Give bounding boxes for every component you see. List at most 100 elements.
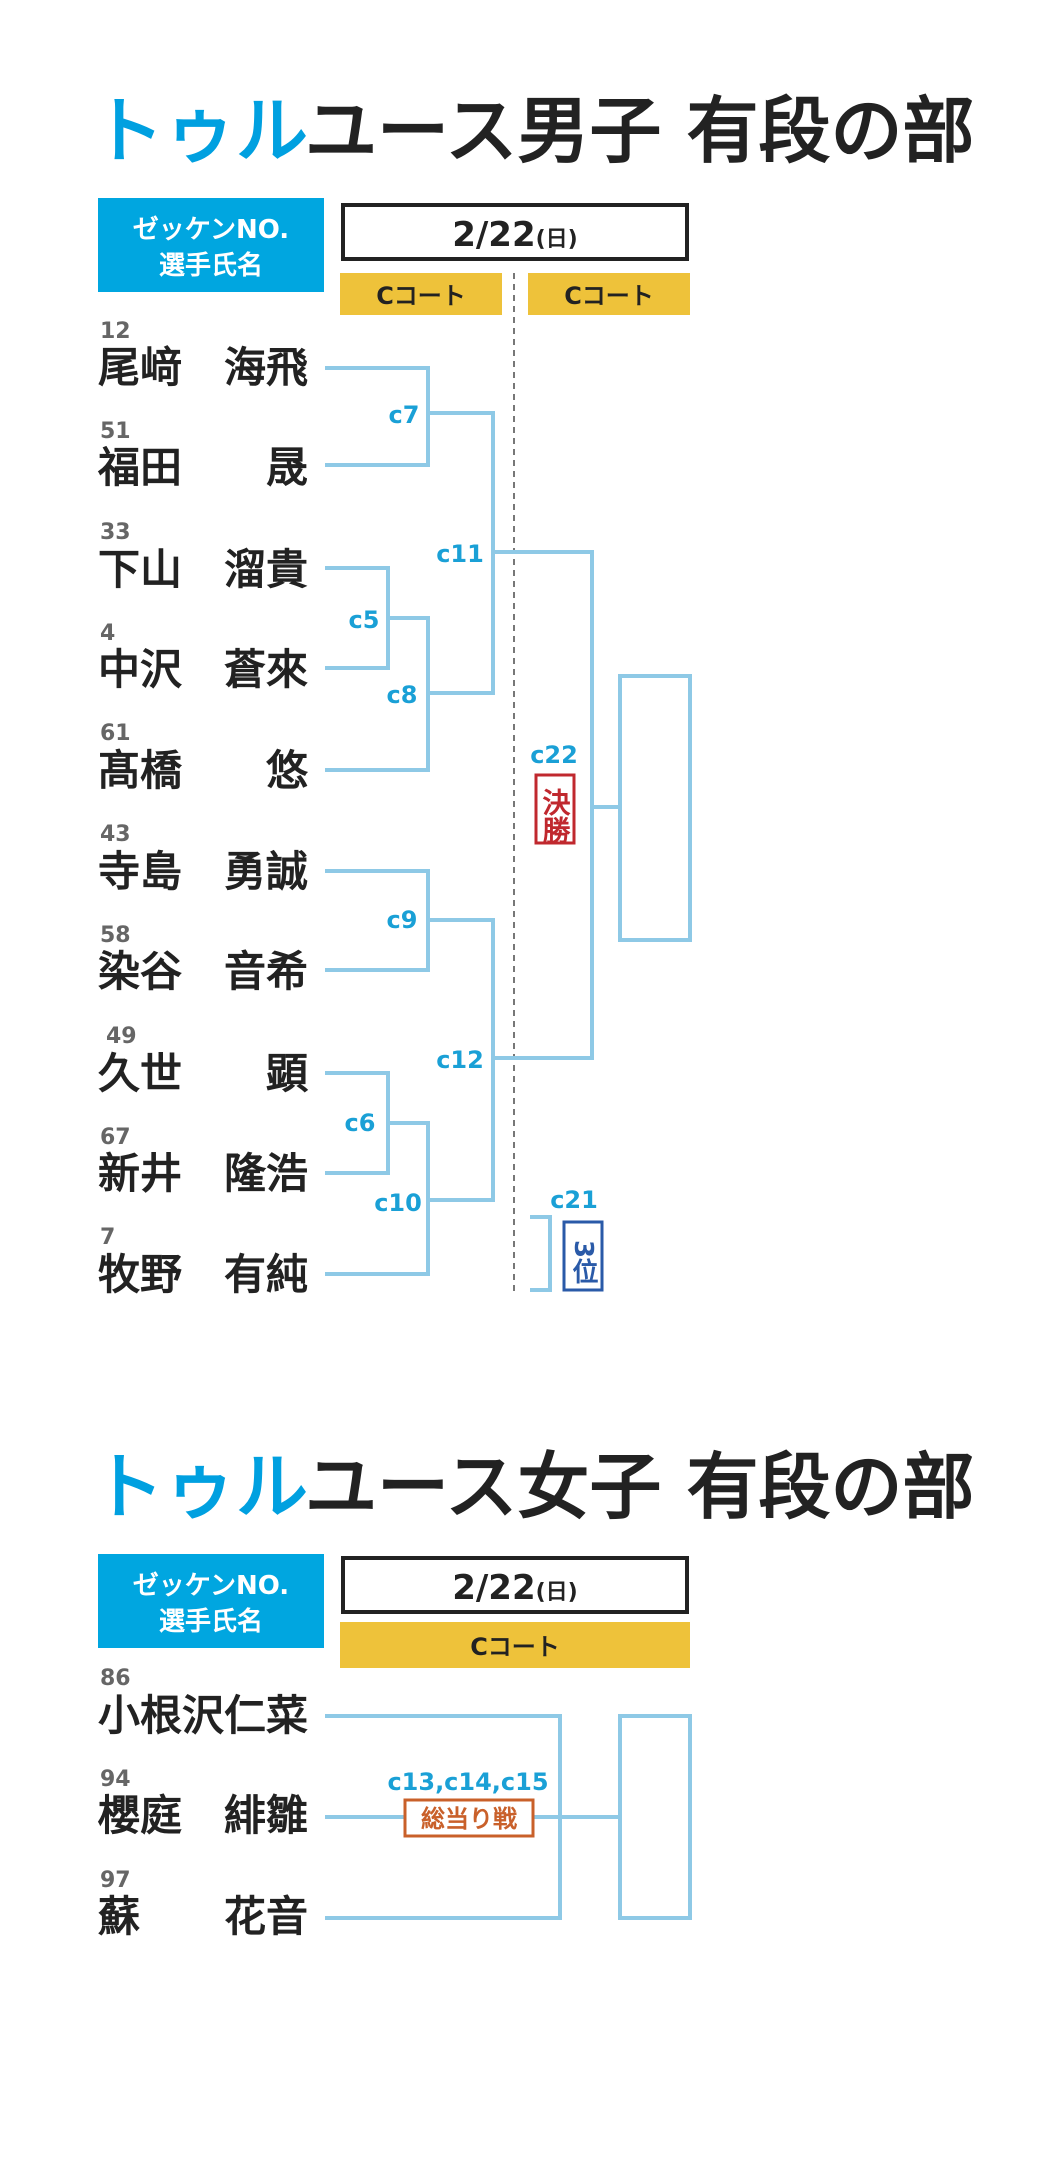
girls-date-box [341,1556,689,1614]
player-surname: 櫻庭 [97,1791,182,1840]
match-label-c7: c7 [389,401,420,429]
match-label-c11: c11 [436,540,484,568]
girls-section: トゥル ユース女子 有段の部 ゼッケンNO. 選手氏名 2/22(日) Cコート… [92,1445,974,1941]
girls-title-kind: トゥル [92,1445,308,1529]
player-number: 97 [100,1868,131,1893]
boys-player-8: 49 久世 顕 [98,1024,309,1098]
girls-player-1: 86 小根沢 仁菜 [98,1666,308,1740]
player-given-name: 溜貴 [224,545,308,594]
player-number: 49 [106,1024,137,1049]
player-surname: 染谷 [98,947,182,996]
player-given-name: 緋雛 [224,1791,308,1840]
player-number: 86 [100,1666,131,1691]
player-given-name: 海飛 [224,343,308,392]
third-place-badge [562,1220,604,1292]
boys-player-9: 67 新井 隆浩 [98,1125,308,1198]
match-label-c10: c10 [374,1189,422,1217]
boys-court-1-label: Cコート [376,282,466,310]
player-given-name: 有純 [224,1250,308,1299]
player-given-name: 隆浩 [224,1149,308,1198]
boys-header-line1: ゼッケンNO. [133,215,289,245]
player-surname: 寺島 [98,847,182,896]
boys-court-2-box [528,273,690,315]
boys-player-3: 33 下山 溜貴 [98,520,308,594]
player-given-name: 音希 [224,947,308,996]
boys-player-4: 4 中沢 蒼來 [98,621,308,694]
boys-title-kind: トゥル [92,89,308,173]
boys-player-2: 51 福田 晟 [97,419,308,492]
boys-court-1-box [340,273,502,315]
girls-court-label: Cコート [470,1633,560,1661]
match-label-c9: c9 [387,906,418,934]
boys-date-main: 2/22 [452,215,535,255]
player-surname: 蘇 [98,1892,140,1941]
boys-bracket-c21 [530,1215,552,1292]
girls-header-box [98,1554,324,1648]
player-number: 12 [100,319,131,344]
boys-player-5: 61 髙橋 悠 [98,721,309,795]
boys-bracket-c7 [325,366,430,467]
roundrobin-badge [403,1798,535,1838]
player-number: 94 [100,1767,131,1792]
player-number: 4 [100,621,115,646]
player-surname: 福田 [97,443,182,492]
girls-date-main: 2/22 [452,1568,535,1608]
girls-header-line2: 選手氏名 [159,1606,263,1637]
player-given-name: 蒼來 [224,645,308,694]
player-surname: 久世 [98,1049,182,1098]
player-given-name: 花音 [224,1892,308,1941]
boys-date-day: (日) [536,227,578,252]
girls-player-2: 94 櫻庭 緋雛 [97,1767,308,1840]
player-surname: 小根沢 [98,1691,225,1740]
match-label-c12: c12 [436,1046,484,1074]
match-label-c8: c8 [387,681,418,709]
match-label-c21: c21 [550,1186,598,1214]
girls-player-3: 97 蘇 花音 [98,1868,308,1941]
boys-player-10: 7 牧野 有純 [98,1225,308,1299]
boys-winner-box [618,674,692,942]
boys-court-2-label: Cコート [564,282,654,310]
player-given-name: 勇誠 [224,847,308,896]
player-given-name: 悠 [266,746,309,795]
girls-title-main: ユース女子 有段の部 [305,1445,974,1529]
player-given-name: 顕 [266,1049,309,1098]
third-place-badge-text: 3位 [568,1240,598,1284]
girls-winner-box [618,1714,692,1920]
girls-date-day: (日) [536,1580,578,1605]
player-surname: 尾﨑 [98,343,182,392]
boys-player-7: 58 染谷 音希 [98,923,308,996]
boys-section: トゥル ユース男子 有段の部 ゼッケンNO. 選手氏名 2/22(日) Cコート… [92,89,974,1299]
match-label-c6: c6 [345,1109,376,1137]
match-label-c5: c5 [349,606,380,634]
boys-player-6: 43 寺島 勇誠 [98,822,308,896]
player-surname: 新井 [98,1149,182,1198]
player-number: 7 [100,1225,115,1250]
player-number: 58 [100,923,131,948]
match-label-c22: c22 [530,741,578,769]
boys-header-line2: 選手氏名 [159,250,263,281]
player-number: 67 [100,1125,131,1150]
roundrobin-badge-text: 総当り戦 [421,1805,517,1833]
player-surname: 髙橋 [98,746,182,795]
girls-date: 2/22(日) [452,1568,578,1608]
boys-date: 2/22(日) [452,215,578,255]
player-given-name: 仁菜 [224,1691,308,1740]
player-surname: 牧野 [98,1250,182,1299]
player-number: 51 [100,419,131,444]
final-badge-text: 決勝 [539,788,572,845]
final-badge [534,773,576,845]
girls-court-box [340,1622,690,1668]
boys-title-main: ユース男子 有段の部 [305,89,974,173]
girls-match-label: c13,c14,c15 [387,1768,548,1796]
player-number: 43 [100,822,131,847]
player-given-name: 晟 [266,443,308,492]
player-number: 61 [100,721,131,746]
boys-header-box [98,198,324,292]
player-surname: 中沢 [98,645,183,694]
boys-date-box [341,203,689,261]
player-surname: 下山 [98,545,182,594]
girls-header-line1: ゼッケンNO. [133,1571,289,1601]
player-number: 33 [100,520,131,545]
boys-player-1: 12 尾﨑 海飛 [98,319,308,392]
